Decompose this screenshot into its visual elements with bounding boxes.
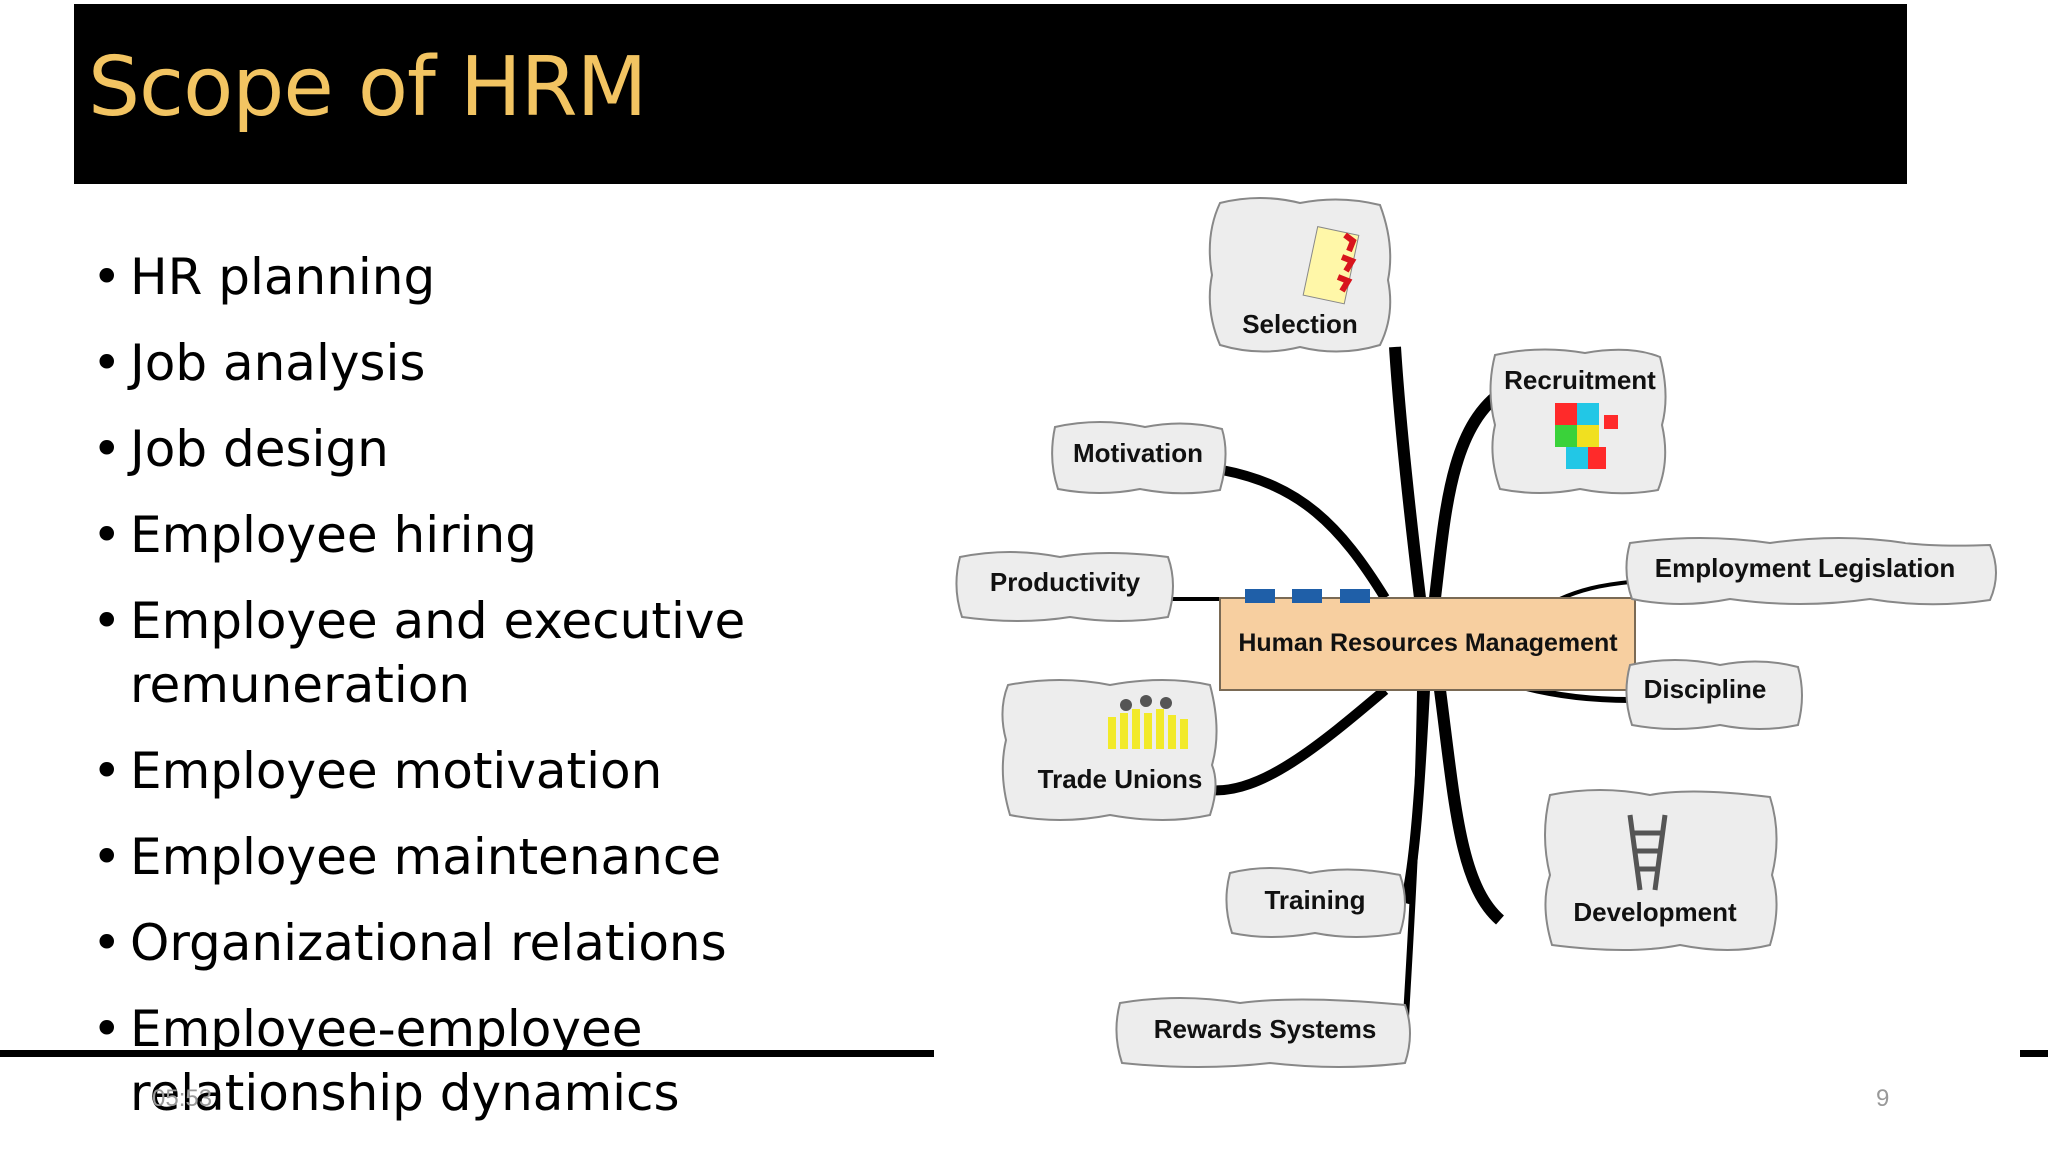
footer-rule-right bbox=[2020, 1050, 2048, 1057]
node-selection: Selection bbox=[1208, 197, 1392, 353]
checklist-icon bbox=[1302, 226, 1360, 305]
connector-recruitment bbox=[1429, 384, 1509, 599]
connector-trade-unions bbox=[1209, 686, 1389, 796]
center-node-label: Human Resources Management bbox=[1238, 629, 1618, 657]
bullet-item: Employee-employee relationship dynamics bbox=[92, 997, 952, 1125]
bullet-item: Employee maintenance bbox=[92, 825, 952, 889]
center-node-marker bbox=[1245, 589, 1275, 603]
bullet-item: HR planning bbox=[92, 245, 952, 309]
node-label: Training bbox=[1264, 885, 1365, 915]
connector-lines bbox=[1170, 346, 1631, 1036]
node-employment-legislation: Employment Legislation bbox=[1625, 537, 1997, 606]
hrm-mind-map: Human Resources Management Selection Rec… bbox=[940, 185, 2020, 1085]
node-productivity: Productivity bbox=[955, 551, 1174, 622]
connector-motivation bbox=[1221, 465, 1390, 601]
node-motivation: Motivation bbox=[1051, 421, 1227, 495]
bullet-item: Job analysis bbox=[92, 331, 952, 395]
connector-legislation bbox=[1559, 580, 1631, 601]
crowd-icon bbox=[1108, 695, 1188, 749]
bullet-item: Job design bbox=[92, 417, 952, 481]
ladder-icon bbox=[1627, 814, 1668, 891]
center-node-marker bbox=[1340, 589, 1370, 603]
node-label: Productivity bbox=[990, 567, 1141, 597]
center-node: Human Resources Management bbox=[1219, 589, 1636, 691]
bullet-list: HR planning Job analysis Job design Empl… bbox=[92, 245, 952, 1147]
node-discipline: Discipline bbox=[1625, 659, 1803, 730]
node-label: Recruitment bbox=[1504, 365, 1656, 395]
node-label: Motivation bbox=[1073, 438, 1203, 468]
title-bar bbox=[74, 4, 1907, 184]
node-label: Employment Legislation bbox=[1655, 553, 1956, 583]
node-label: Trade Unions bbox=[1038, 764, 1203, 794]
puzzle-icon bbox=[1555, 403, 1618, 469]
node-training: Training bbox=[1225, 867, 1406, 938]
connector-selection bbox=[1389, 346, 1426, 599]
bullet-item: Organizational relations bbox=[92, 911, 952, 975]
connector-development bbox=[1434, 689, 1505, 925]
node-label: Discipline bbox=[1644, 674, 1767, 704]
slide-title: Scope of HRM bbox=[88, 40, 647, 135]
footer-date: 05:53 bbox=[152, 1085, 213, 1112]
node-label: Development bbox=[1573, 897, 1737, 927]
node-development: Development bbox=[1544, 789, 1778, 951]
mind-map-svg: Human Resources Management Selection Rec… bbox=[955, 197, 1997, 1068]
node-recruitment: Recruitment bbox=[1489, 348, 1667, 495]
node-rewards-systems: Rewards Systems bbox=[1115, 997, 1411, 1068]
center-node-marker bbox=[1292, 589, 1322, 603]
bullet-item: Employee motivation bbox=[92, 739, 952, 803]
connector-rewards bbox=[1402, 689, 1423, 1036]
bullet-item: Employee hiring bbox=[92, 503, 952, 567]
footer-rule-left bbox=[0, 1050, 934, 1057]
node-trade-unions: Trade Unions bbox=[1001, 679, 1218, 821]
page-number: 9 bbox=[1876, 1085, 1890, 1112]
node-label: Rewards Systems bbox=[1154, 1014, 1377, 1044]
node-label: Selection bbox=[1242, 309, 1358, 339]
bullet-item: Employee and executive remuneration bbox=[92, 589, 952, 717]
